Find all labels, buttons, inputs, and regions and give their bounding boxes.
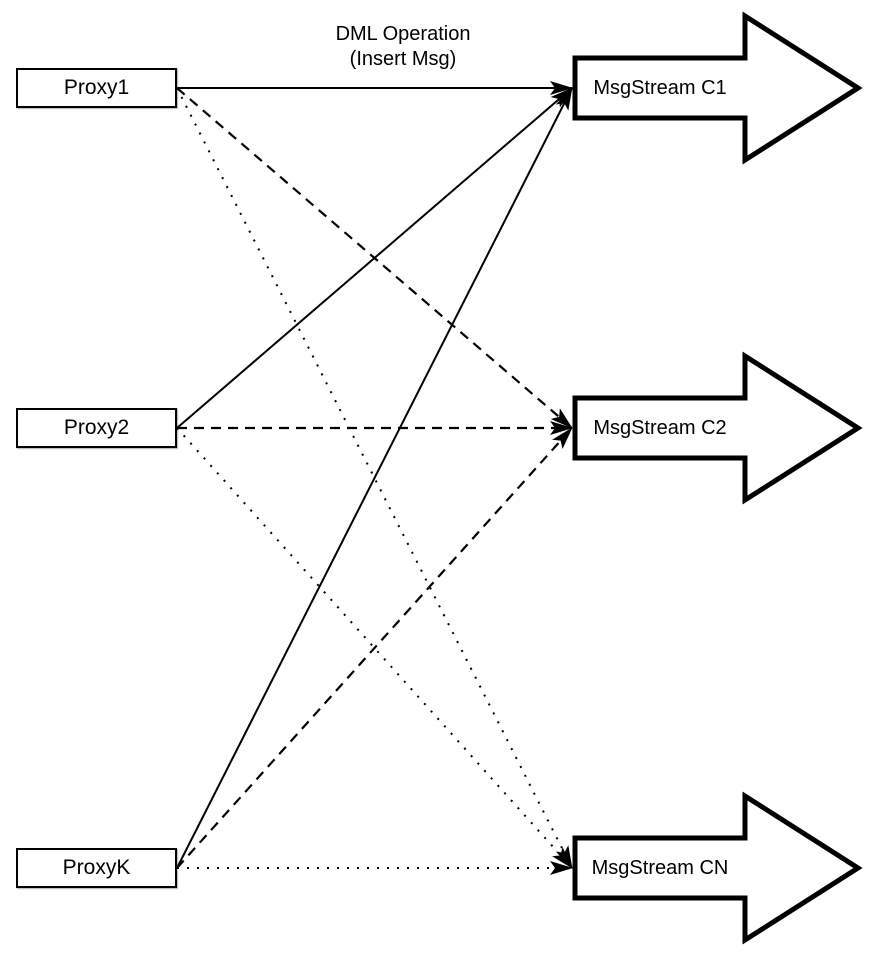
proxyk-node: ProxyK	[16, 848, 177, 888]
annotation-line-1: DML Operation	[335, 23, 471, 45]
proxy1-node: Proxy1	[16, 68, 177, 108]
msgstream-c1-shape	[572, 11, 863, 165]
edge-proxyk-to-msgstream-c2	[176, 427, 573, 869]
proxyk-label: ProxyK	[62, 856, 131, 879]
edge-proxy2-to-msgstream-c1	[176, 87, 573, 429]
msgstream-c2-shape	[572, 351, 863, 505]
msgstream-cn-shape	[572, 791, 863, 945]
proxy1-label: Proxy1	[63, 76, 130, 99]
dml-operation-label: DML Operation (Insert Msg)	[243, 22, 563, 72]
proxy2-node: Proxy2	[16, 408, 177, 448]
annotation-line-2: (Insert Msg)	[349, 48, 457, 70]
edge-proxyk-to-msgstream-c1	[176, 87, 573, 869]
proxy2-label: Proxy2	[63, 416, 130, 439]
